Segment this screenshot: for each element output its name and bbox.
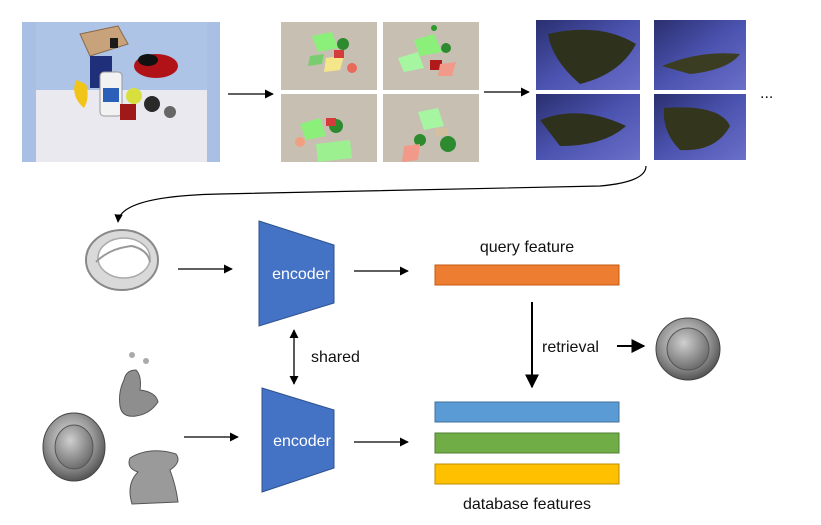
retrieved-object-shape — [655, 317, 721, 381]
segmentation-masks — [281, 22, 479, 162]
encoder-top-label: encoder — [272, 266, 330, 283]
shared-label: shared — [311, 349, 360, 366]
encoder-bottom: encoder — [261, 387, 335, 493]
query-feature-bar — [434, 264, 620, 286]
database-feature-bar-1 — [434, 401, 620, 423]
encoder-bottom-label: encoder — [273, 433, 331, 450]
ellipsis: ... — [760, 85, 773, 102]
database-object-shapes — [42, 352, 179, 505]
database-features-label: database features — [463, 496, 591, 513]
scene-image — [22, 22, 220, 162]
database-feature-bar-3 — [434, 463, 620, 485]
database-feature-bar-2 — [434, 432, 620, 454]
encoder-top: encoder — [258, 220, 335, 327]
object-renders — [536, 20, 746, 160]
query-object-shape — [85, 229, 159, 291]
query-feature-label: query feature — [480, 239, 574, 256]
retrieval-label: retrieval — [542, 339, 599, 356]
